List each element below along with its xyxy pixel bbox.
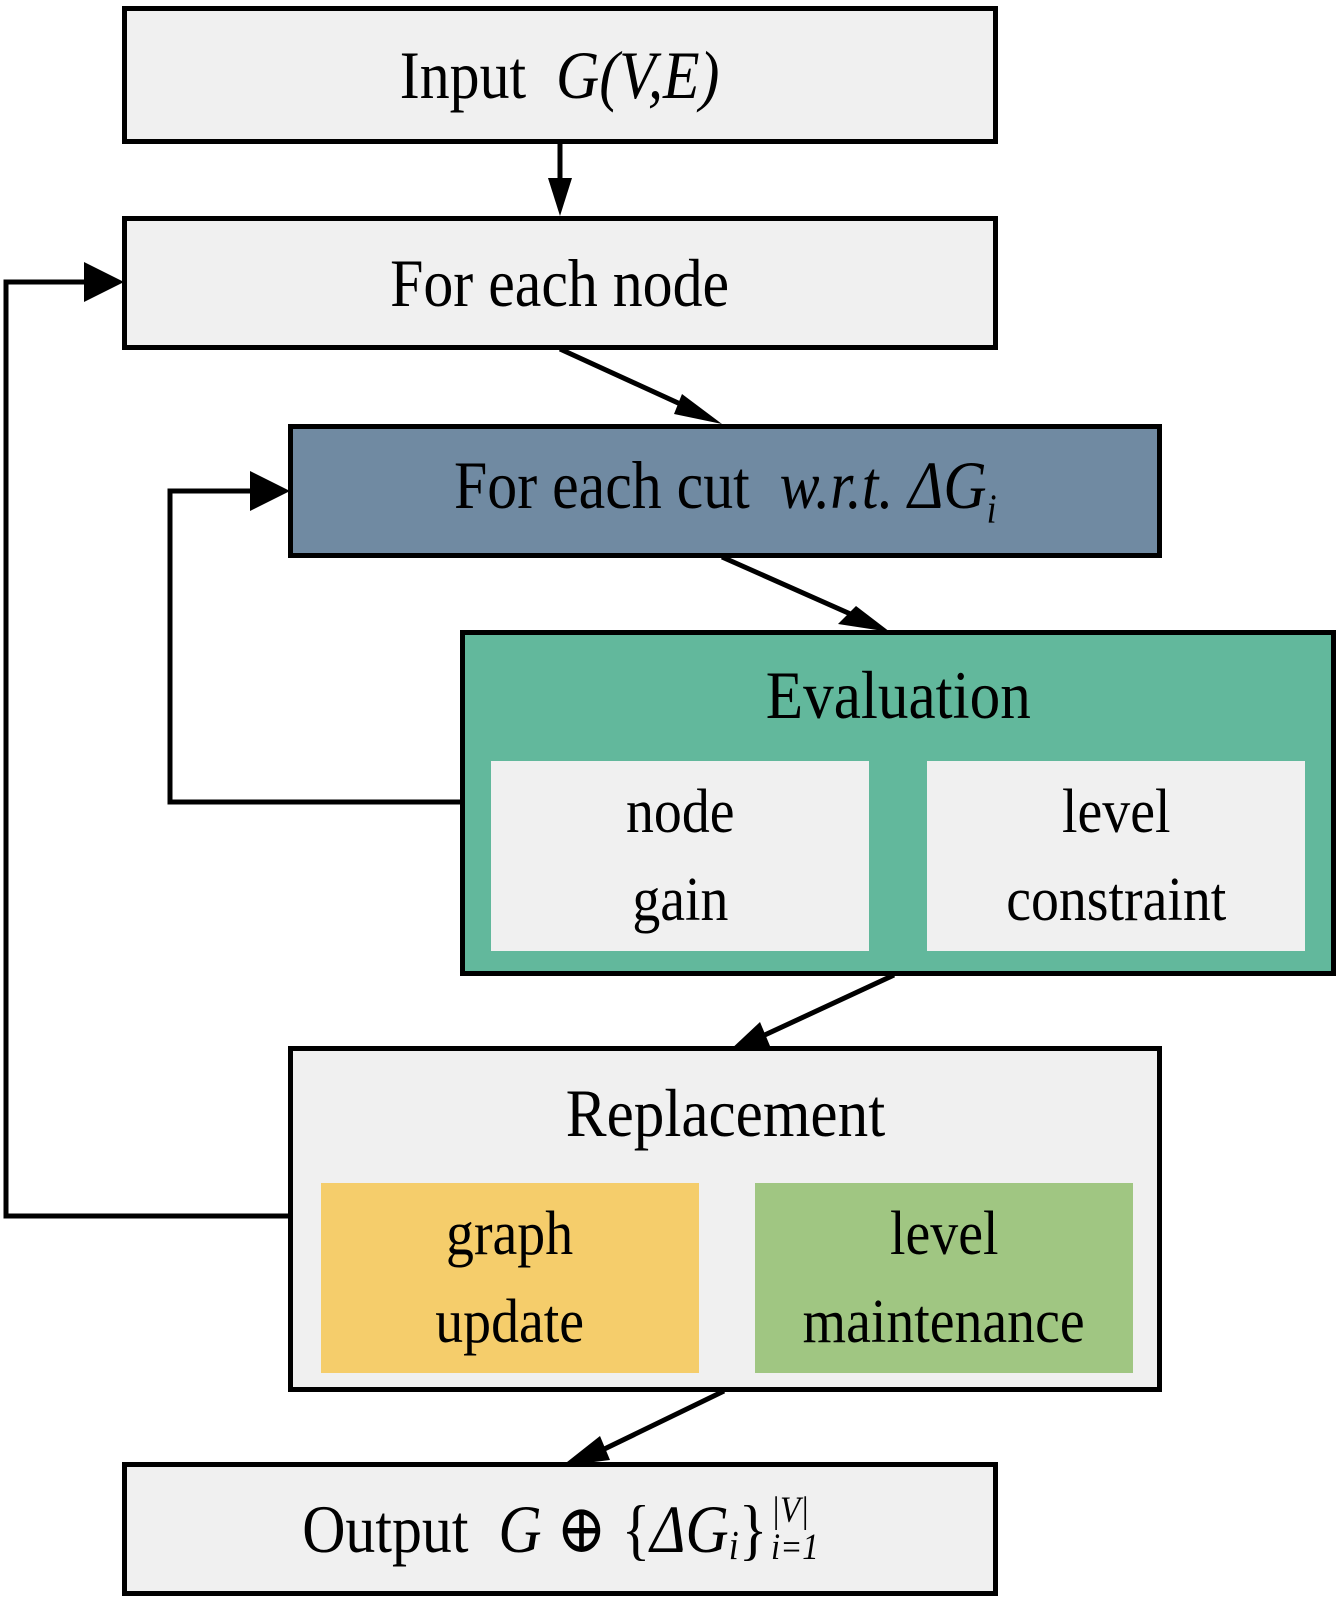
- edge-cut-to-evaluation: [720, 554, 866, 623]
- input-node: Input G(V,E): [122, 6, 998, 144]
- replacement-title-wrap: Replacement: [293, 1079, 1157, 1147]
- for-each-cut-node: For each cut w.r.t. ΔGi: [288, 424, 1162, 558]
- arrowhead-icon: [674, 394, 722, 424]
- graph-update-line2: update: [435, 1288, 585, 1356]
- set-bounds: |V| i=1: [770, 1489, 819, 1568]
- node-gain-line1: node: [625, 778, 735, 846]
- evaluation-title-wrap: Evaluation: [465, 661, 1331, 729]
- set-upper-bound: |V|: [770, 1489, 809, 1531]
- arrowhead-icon: [84, 262, 124, 302]
- input-label-group: Input G(V,E): [400, 41, 720, 109]
- level-maintenance-line1: level: [889, 1200, 999, 1268]
- level-constraint-line1: level: [1061, 778, 1171, 846]
- arrowhead-icon: [838, 606, 890, 632]
- set-lower-bound: i=1: [770, 1527, 819, 1568]
- set-subscript: i: [728, 1522, 739, 1568]
- node-gain-line2: gain: [631, 866, 729, 934]
- for-each-cut-label: For each cut: [453, 447, 750, 524]
- level-maintenance-line2: maintenance: [803, 1288, 1085, 1356]
- delta-g-math: ΔG: [907, 447, 987, 524]
- wrt-math: w.r.t.: [779, 447, 894, 524]
- edge-evaluation-to-replacement: [752, 972, 896, 1043]
- evaluation-title: Evaluation: [765, 657, 1031, 733]
- set-delta-g: ΔG: [649, 1491, 729, 1567]
- set-close-brace: }: [738, 1491, 767, 1567]
- delta-g-subscript: i: [986, 486, 997, 532]
- input-label: Input: [400, 37, 527, 113]
- edge-replacement-to-output: [590, 1388, 726, 1458]
- edge-node-to-cut: [558, 346, 702, 416]
- graph-update-line1: graph: [446, 1200, 574, 1268]
- graph-update-step: graph update: [321, 1183, 699, 1373]
- level-maintenance-step: level maintenance: [755, 1183, 1133, 1373]
- arrowhead-icon: [548, 178, 572, 216]
- arrowhead-icon: [250, 471, 290, 511]
- edge-replacement-loop-to-node: [3, 279, 290, 1219]
- output-label: Output: [301, 1491, 468, 1567]
- for-each-node-node: For each node: [122, 216, 998, 350]
- level-constraint-step: level constraint: [927, 761, 1305, 951]
- set-open-brace: {: [621, 1491, 650, 1567]
- replacement-node: Replacement graph update level maintenan…: [288, 1046, 1162, 1392]
- output-g: G: [497, 1491, 542, 1567]
- for-each-cut-label-group: For each cut w.r.t. ΔGi: [454, 451, 997, 530]
- node-gain-step: node gain: [491, 761, 869, 951]
- direct-sum-operator: ⊕: [556, 1491, 607, 1567]
- for-each-node-label: For each node: [390, 245, 730, 321]
- level-constraint-line2: constraint: [1005, 866, 1227, 934]
- replacement-title: Replacement: [565, 1075, 885, 1151]
- input-math: G(V,E): [556, 37, 720, 113]
- evaluation-node: Evaluation node gain level constraint: [460, 630, 1336, 976]
